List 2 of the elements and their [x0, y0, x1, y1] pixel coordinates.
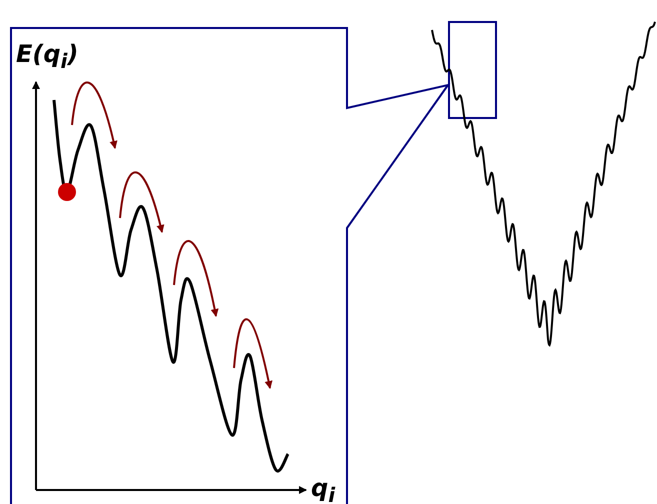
axis-label: E(q$_{i}$) [16, 42, 78, 71]
axis-label: q$_{i}$ [311, 476, 336, 504]
